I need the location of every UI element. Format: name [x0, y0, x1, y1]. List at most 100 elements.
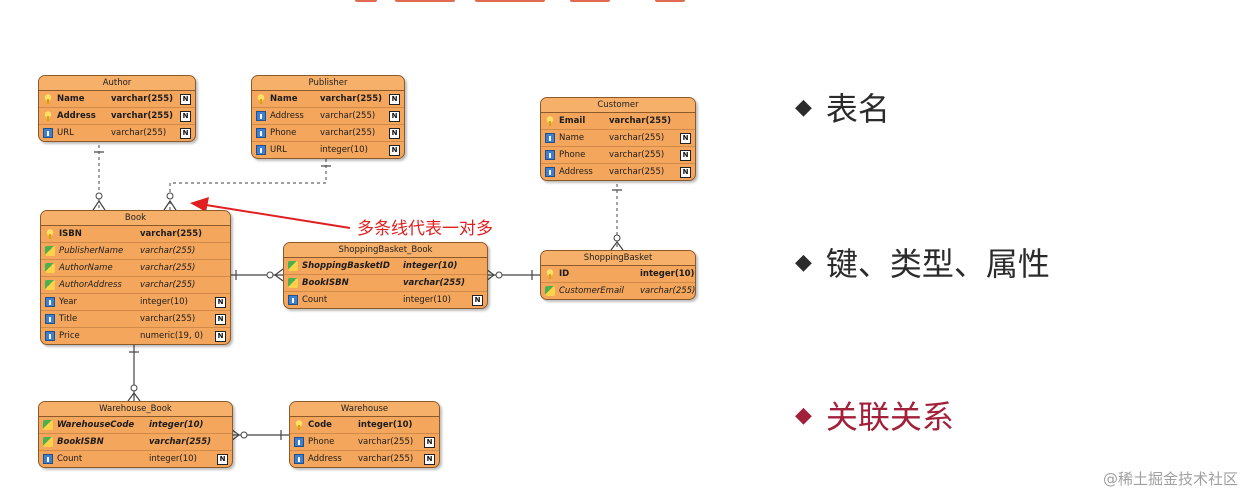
column-type: varchar(255) — [111, 128, 167, 138]
column-icon — [545, 167, 555, 177]
column-name: Address — [57, 111, 96, 121]
foreign-key-icon — [45, 263, 55, 273]
column-type: varchar(255) — [140, 246, 196, 256]
column-name: Phone — [559, 150, 586, 160]
column-name: PublisherName — [59, 246, 124, 256]
entity-title: Publisher — [252, 76, 404, 91]
column-name: ShoppingBasketID — [302, 261, 390, 271]
column-type: varchar(255) — [140, 229, 202, 239]
column-row[interactable]: Count integer(10) N — [39, 451, 232, 467]
link-warehouse-wb-crowfoot — [230, 428, 240, 442]
column-type: varchar(255) — [403, 278, 465, 288]
column-name: Count — [57, 454, 83, 464]
column-type: varchar(255) — [140, 314, 196, 324]
link-book-sbb-crowfoot — [274, 268, 284, 282]
primary-foreign-key-icon — [288, 278, 298, 288]
bullet-text: 表名 — [825, 90, 890, 128]
column-icon — [45, 331, 55, 341]
column-name: Count — [302, 295, 328, 305]
link-publisher-book-circle — [166, 192, 174, 200]
column-type: integer(10) — [140, 297, 188, 307]
link-author-book-circle — [95, 192, 103, 200]
primary-key-icon — [294, 420, 304, 430]
column-type: varchar(255) — [320, 94, 382, 104]
entity-title: Book — [41, 211, 230, 226]
bullet-text: 键、类型、属性 — [825, 245, 1050, 283]
column-icon — [43, 454, 53, 464]
link-customer-basket-crowfoot — [610, 241, 624, 251]
nullable-badge: N — [472, 295, 483, 306]
column-name: Address — [559, 167, 593, 177]
diamond-bullet-icon: ◆ — [795, 249, 812, 275]
column-type: integer(10) — [149, 454, 197, 464]
primary-key-icon — [545, 116, 555, 126]
column-row[interactable]: Name varchar(255) N — [252, 91, 404, 108]
bullet-keys-types-attributes: ◆ 键、类型、属性 — [795, 239, 1050, 285]
column-icon — [545, 133, 555, 143]
column-row[interactable]: PublisherName varchar(255) — [41, 243, 230, 260]
nullable-badge: N — [217, 454, 228, 465]
column-type: numeric(19, 0) — [140, 331, 204, 341]
column-type: integer(10) — [320, 145, 368, 155]
column-type: varchar(255) — [140, 263, 196, 273]
nullable-badge: N — [680, 150, 691, 161]
column-name: ID — [559, 269, 570, 279]
diamond-bullet-icon: ◆ — [795, 402, 812, 428]
bullet-relationships: ◆ 关联关系 — [795, 392, 954, 438]
primary-key-icon — [45, 229, 55, 239]
column-type: integer(10) — [358, 420, 413, 430]
link-customer-basket-circle — [613, 234, 621, 242]
column-type: integer(10) — [403, 261, 458, 271]
column-name: Name — [270, 94, 298, 104]
nullable-badge: N — [215, 314, 226, 325]
link-book-wb-circle — [130, 384, 138, 392]
column-name: AuthorAddress — [59, 280, 122, 290]
entity-title: Customer — [541, 98, 695, 113]
bullet-text: 关联关系 — [825, 398, 954, 436]
nullable-badge: N — [389, 145, 400, 156]
column-name: Year — [59, 297, 77, 307]
column-row[interactable]: ShoppingBasketID integer(10) — [284, 258, 487, 275]
nullable-badge: N — [180, 94, 191, 105]
foreign-key-icon — [45, 246, 55, 256]
foreign-key-icon — [545, 286, 555, 296]
nullable-badge: N — [389, 94, 400, 105]
column-name: Address — [308, 454, 342, 464]
column-name: URL — [57, 128, 74, 138]
relationship-annotation: 多条线代表一对多 — [357, 219, 493, 239]
column-type: integer(10) — [149, 420, 204, 430]
